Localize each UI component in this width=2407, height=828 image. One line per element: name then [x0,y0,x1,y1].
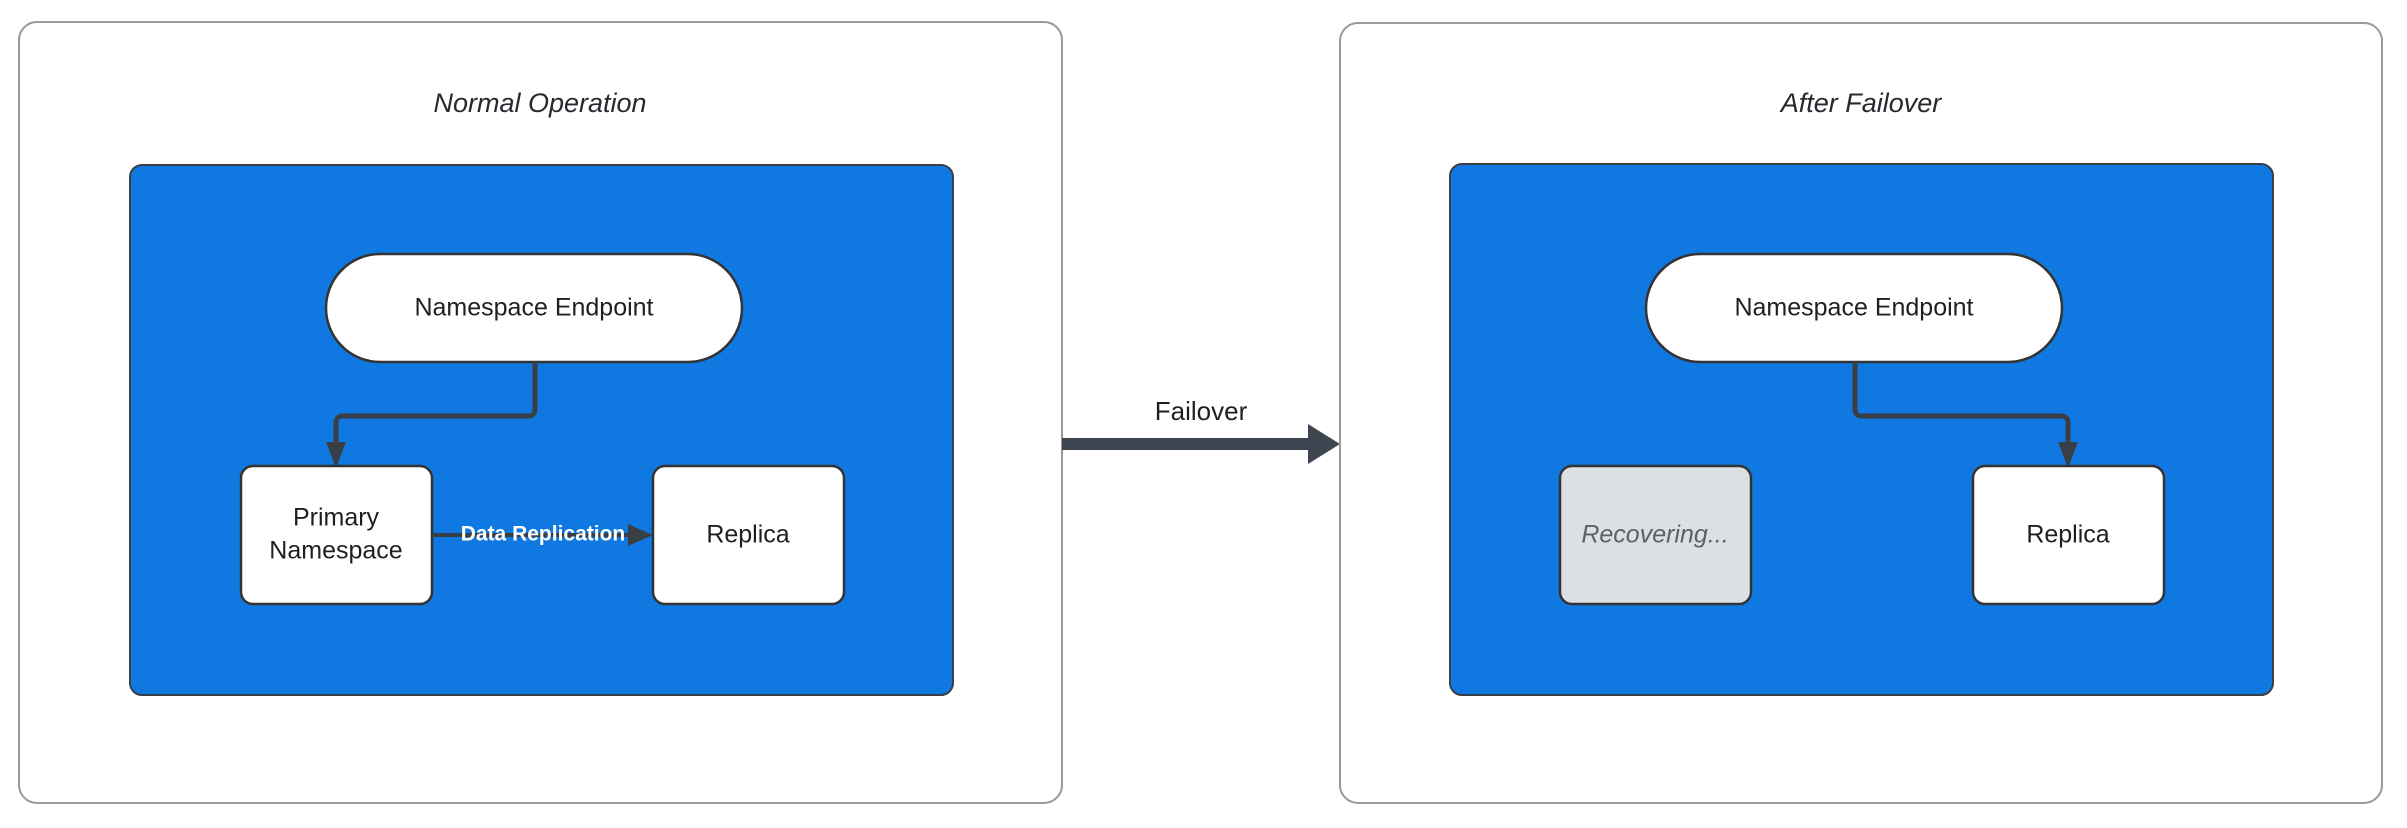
node-primary-namespace-shape [239,464,434,606]
edge-primary-to-replica: Data Replication [432,523,653,546]
edge-endpoint-to-replica-right [1852,362,2078,468]
node-recovering-label: Recovering... [1581,521,1728,549]
node-endpoint-right[interactable]: Namespace Endpoint [1644,252,2064,364]
transition-label-failover: Failover [1155,396,1248,426]
cluster-box-right [1449,163,2274,696]
node-primary-namespace-label-line1: Primary [293,504,380,532]
edge-endpoint-to-primary-arrowhead [326,442,346,468]
node-endpoint-left[interactable]: Namespace Endpoint [324,252,744,364]
node-replica-right-label: Replica [2026,521,2109,549]
node-replica-left-shape [651,464,846,606]
node-recovering[interactable]: Recovering... [1558,464,1753,606]
edge-label-data-replication: Data Replication [461,523,626,546]
node-replica-right-shape [1971,464,2166,606]
panel-normal-operation: Normal Operation Namespace Endpoint Prim… [18,21,1063,804]
transition-arrow-shape [1062,424,1340,464]
edge-primary-to-replica-arrowhead [628,524,653,546]
node-endpoint-left-label: Namespace Endpoint [414,294,653,322]
node-replica-left[interactable]: Replica [651,464,846,606]
edge-endpoint-to-replica-line [1852,362,2071,448]
node-replica-left-label: Replica [706,521,789,549]
node-recovering-shape [1558,464,1753,606]
transition-failover: Failover [1062,396,1340,464]
panel-after-failover: After Failover Namespace Endpoint Recove… [1339,22,2383,804]
edge-endpoint-to-primary-left [326,362,538,468]
node-primary-namespace[interactable]: Primary Namespace [239,464,434,606]
edge-endpoint-to-primary-line [333,362,538,448]
node-replica-right[interactable]: Replica [1971,464,2166,606]
edge-endpoint-to-replica-arrowhead [2058,442,2078,468]
node-primary-namespace-label-line2: Namespace [269,537,402,565]
panel-title-left: Normal Operation [433,88,646,118]
node-endpoint-right-label: Namespace Endpoint [1734,294,1973,322]
panel-title-right: After Failover [1779,88,1943,118]
cluster-box-left [129,164,954,696]
